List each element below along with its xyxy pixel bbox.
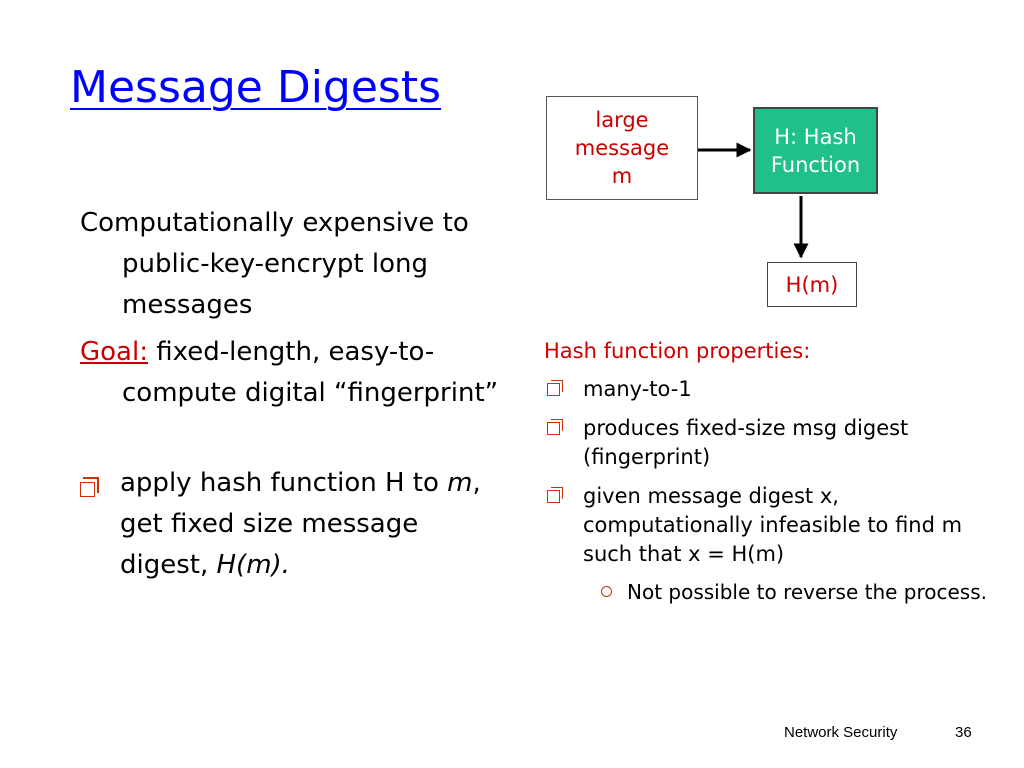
square-bullet-icon <box>80 477 99 497</box>
property-item: produces fixed-size msg digest (fingerpr… <box>547 414 983 472</box>
square-bullet-icon <box>547 419 563 435</box>
property-subitem-text: Not possible to reverse the process. <box>627 580 987 604</box>
input-line-1: large <box>595 108 649 132</box>
input-line-2: message <box>574 136 670 160</box>
hash-bullet-text-1: apply hash function H to <box>120 468 448 498</box>
hash-line-2: Function <box>770 152 861 177</box>
hash-bullet-m: m <box>447 468 473 498</box>
property-item: given message digest x, computationally … <box>547 482 983 569</box>
square-bullet-icon <box>547 487 563 503</box>
hash-bullet-text-2: , get fixed size message digest, <box>120 468 481 580</box>
properties-heading: Hash function properties: <box>544 339 811 363</box>
goal-text: fixed-length, easy-to-compute digital “f… <box>122 337 499 408</box>
page-number: 36 <box>955 724 972 741</box>
hash-function-box: H: Hash Function <box>753 107 878 194</box>
input-line-3: m <box>611 164 633 188</box>
property-text: many-to-1 <box>583 377 692 401</box>
goal-label: Goal: <box>80 337 148 367</box>
intro-paragraph: Computationally expensive to public-key-… <box>80 208 469 320</box>
footer-text: Network Security <box>784 724 898 741</box>
hash-bullet-hm: H(m). <box>216 550 290 580</box>
hash-line-1: H: Hash <box>774 124 857 149</box>
input-message-box: large message m <box>546 96 698 200</box>
circle-bullet-icon <box>601 586 612 597</box>
hash-bullet: apply hash function H to m, get fixed si… <box>80 463 500 586</box>
square-bullet-icon <box>547 380 563 396</box>
property-subitem: Not possible to reverse the process. <box>601 578 987 606</box>
property-item: many-to-1 <box>547 375 983 404</box>
property-text: given message digest x, computationally … <box>583 484 963 566</box>
property-text: produces fixed-size msg digest (fingerpr… <box>583 416 909 469</box>
goal-paragraph: Goal: fixed-length, easy-to-compute digi… <box>80 332 520 414</box>
output-label: H(m) <box>785 272 839 297</box>
slide-title: Message Digests <box>70 62 442 113</box>
output-digest-box: H(m) <box>767 262 857 307</box>
